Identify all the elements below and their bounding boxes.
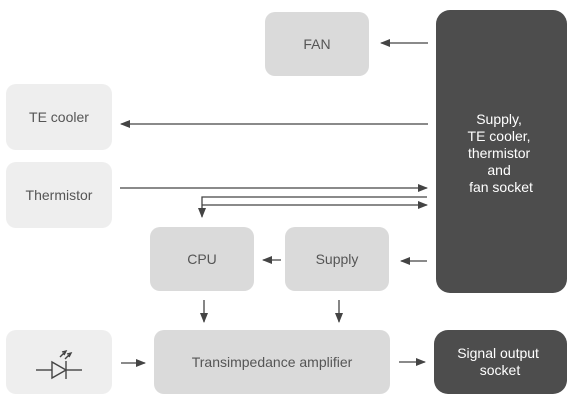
socket-block	[436, 10, 567, 293]
fan-block	[265, 12, 369, 76]
fan-label: FAN	[303, 36, 330, 52]
photodiode-icon	[36, 349, 82, 380]
photodiode-block	[6, 330, 112, 394]
signal-output-block	[434, 330, 567, 394]
signal-output-label: Signal output socket	[457, 345, 543, 378]
socket-line-1: Supply,	[476, 111, 522, 127]
arrow-socket-to-cpu	[198, 196, 427, 218]
signal-line-2: socket	[480, 362, 521, 378]
socket-line-5: fan socket	[469, 179, 533, 195]
te-cooler-label: TE cooler	[29, 109, 89, 125]
cpu-label: CPU	[187, 251, 217, 267]
thermistor-block	[6, 162, 112, 228]
supply-label: Supply	[316, 251, 359, 267]
te-cooler-block	[6, 84, 112, 150]
thermistor-label: Thermistor	[26, 187, 93, 203]
tia-label: Transimpedance amplifier	[192, 354, 353, 370]
socket-line-4: and	[487, 162, 510, 178]
cpu-block	[150, 227, 254, 291]
tia-block	[154, 330, 390, 394]
signal-line-1: Signal output	[457, 345, 539, 361]
socket-label: Supply, TE cooler, thermistor and fan so…	[468, 111, 535, 195]
socket-line-2: TE cooler,	[468, 128, 531, 144]
socket-line-3: thermistor	[468, 145, 531, 161]
supply-block	[285, 227, 389, 291]
